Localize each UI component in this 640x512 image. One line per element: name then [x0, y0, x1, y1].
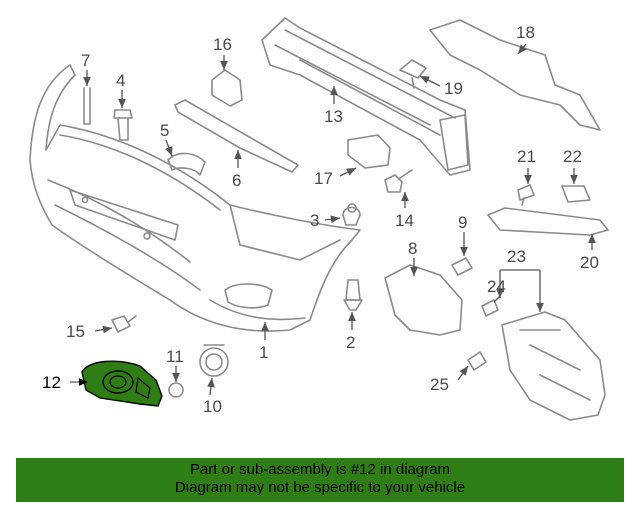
- callout-23: 23: [507, 247, 526, 266]
- bolt-9: [451, 257, 473, 276]
- callout-3: 3: [310, 211, 319, 230]
- callout-labels: 1 2 3 4 5 6 7 8 9 10 11 12 13 14 15 16 1…: [42, 23, 599, 416]
- pin-7: [83, 87, 91, 125]
- callout-11: 11: [166, 347, 184, 366]
- callout-15: 15: [66, 322, 85, 341]
- bolt-24: [481, 299, 499, 317]
- bolt-21: [517, 184, 535, 206]
- bolt-4: [113, 109, 133, 141]
- callout-10: 10: [203, 397, 222, 416]
- callout-7: 7: [81, 51, 90, 70]
- bracket-17: [347, 134, 391, 169]
- parts-diagram: 1 2 3 4 5 6 7 8 9 10 11 12 13 14 15 16 1…: [29, 17, 609, 421]
- callout-18: 18: [516, 23, 535, 42]
- upper-bracket: [174, 99, 299, 173]
- callout-2: 2: [346, 333, 355, 352]
- bolt-15: [111, 315, 137, 333]
- callout-25: 25: [430, 375, 449, 394]
- bumper-cover: [29, 64, 361, 332]
- clip-19: [399, 59, 427, 89]
- callout-19: 19: [444, 79, 463, 98]
- leader-lines: [70, 43, 596, 396]
- callout-20: 20: [580, 253, 599, 272]
- bracket-16: [211, 69, 243, 107]
- banner-line-2: Diagram may not be specific to your vehi…: [174, 479, 466, 496]
- screw-11: [168, 382, 184, 398]
- callout-12: 12: [42, 373, 61, 392]
- clip-22: [561, 185, 591, 203]
- bolt-25: [467, 351, 487, 371]
- banner-line-1: Part or sub-assembly is #12 in diagram: [189, 461, 451, 478]
- callout-24: 24: [487, 277, 506, 296]
- fog-lamp: [199, 344, 229, 377]
- callout-22: 22: [563, 147, 582, 166]
- clip-2: [343, 279, 363, 311]
- lamp-assembly-23: [501, 311, 606, 421]
- callout-6: 6: [232, 171, 241, 190]
- callout-9: 9: [458, 213, 467, 232]
- bumper-reinforcement: [261, 17, 471, 176]
- callout-5: 5: [160, 121, 169, 140]
- bracket-18: [429, 19, 601, 131]
- trim-20: [487, 207, 609, 236]
- callout-8: 8: [408, 239, 417, 258]
- bracket-8: [384, 264, 463, 336]
- bolt-14: [384, 169, 413, 193]
- callout-17: 17: [314, 169, 333, 188]
- callout-14: 14: [395, 211, 414, 230]
- fog-lamp-bezel-highlighted: [81, 360, 163, 407]
- callout-1: 1: [259, 343, 268, 362]
- clip-5: [167, 152, 206, 176]
- callout-13: 13: [324, 107, 343, 126]
- callout-21: 21: [517, 147, 536, 166]
- clip-3: [342, 203, 361, 226]
- callout-4: 4: [116, 71, 125, 90]
- callout-16: 16: [213, 35, 232, 54]
- part-info-banner: Part or sub-assembly is #12 in diagram D…: [16, 458, 624, 502]
